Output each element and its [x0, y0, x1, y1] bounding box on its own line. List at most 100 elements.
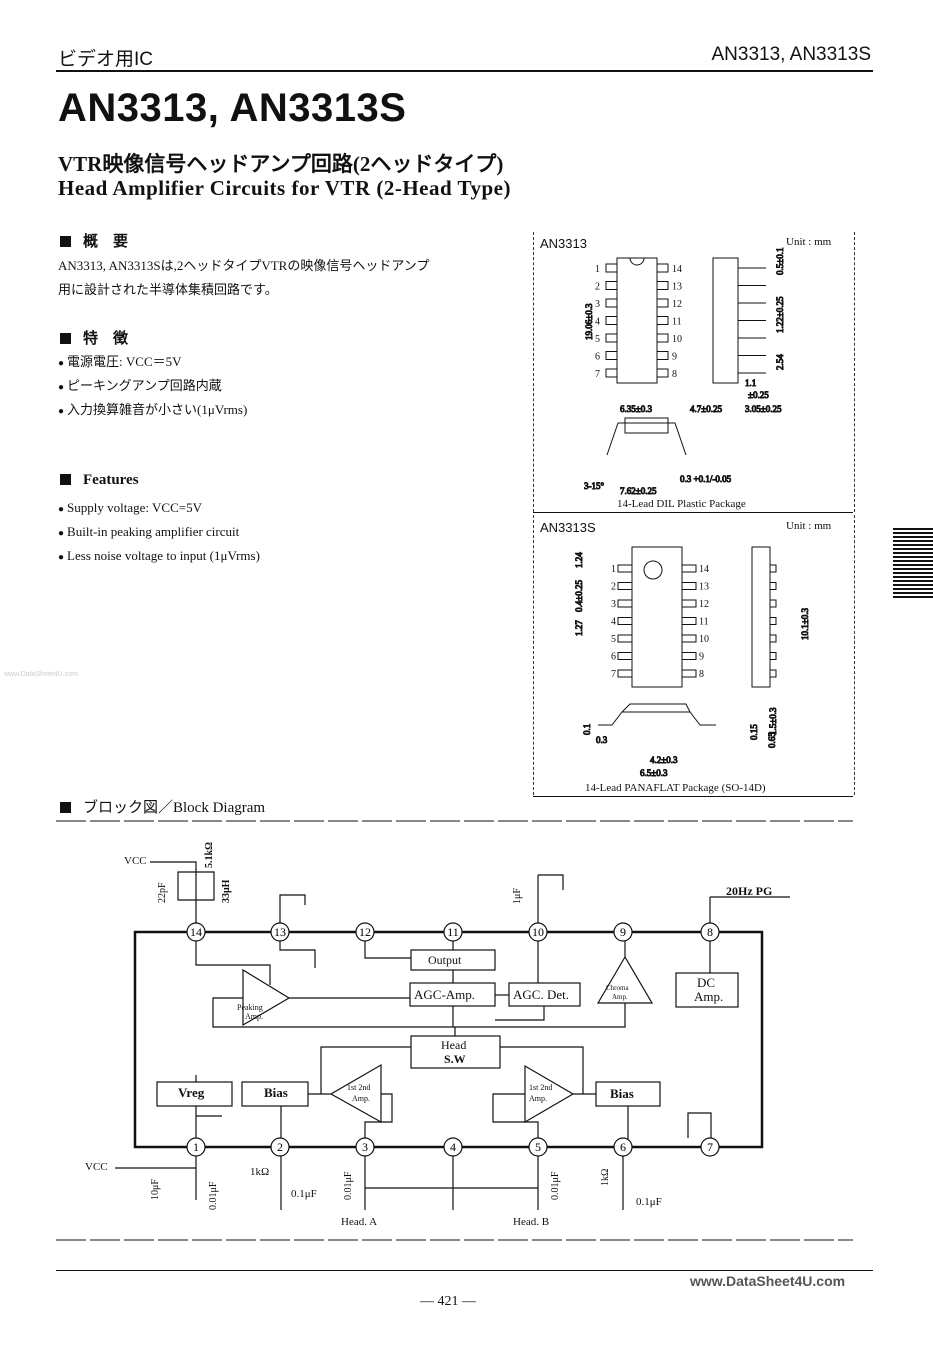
so-dimension: 1.24 [574, 552, 584, 568]
pin-label: 10 [532, 925, 544, 939]
package-bottom-rule [533, 796, 853, 797]
overview-line1: AN3313, AN3313Sは,2ヘッドタイプVTRの映像信号ヘッドアンプ [58, 258, 430, 273]
dil-dimension: 2.54 [775, 354, 785, 370]
c1b-label: 0.01μF [208, 1181, 219, 1210]
dil-dimension: 7.62±0.25 [620, 486, 657, 496]
so-pin [617, 599, 633, 608]
so-pin-number: 5 [611, 634, 616, 645]
so-dimension: 0.1 [582, 724, 592, 735]
dil-pin-number: 1 [595, 264, 600, 275]
pin-11 [443, 922, 463, 942]
so-pin-number: 12 [699, 599, 709, 610]
c5-label: 0.01μF [550, 1171, 561, 1200]
c1a-label: 10μF [150, 1179, 161, 1200]
dil-dimension: ±0.25 [748, 390, 769, 400]
dil-dimension: 1.22±0.25 [775, 296, 785, 333]
dil-dimension: 1.1 [745, 378, 756, 388]
so-pin [681, 634, 697, 643]
so-pin-number: 7 [611, 669, 616, 680]
so-pin [681, 599, 697, 608]
l14-label: 33μH [221, 879, 232, 903]
package2-caption: 14-Lead PANAFLAT Package (SO-14D) [585, 782, 766, 794]
r2-label: 1kΩ [250, 1166, 270, 1178]
so-side-lead [769, 582, 777, 590]
section-thumb-index [893, 528, 933, 598]
so-pin-number: 6 [611, 652, 616, 663]
so-dimension: 0.15 [749, 724, 759, 740]
dil-pin-number: 12 [672, 299, 682, 310]
pin-label: 7 [707, 1140, 713, 1154]
pin-label: 1 [193, 1140, 199, 1154]
feature-ja-item: ピーキングアンプ回路内蔵 [58, 374, 222, 400]
c3-label: 0.01μF [343, 1171, 354, 1200]
header-part-numbers: AN3313, AN3313S [711, 44, 871, 65]
c14-label: 22pF [157, 882, 168, 903]
pin-label: 9 [620, 925, 626, 939]
package-divider [533, 512, 853, 513]
head-b-label: Head. B [513, 1216, 550, 1228]
pin-label: 6 [620, 1140, 626, 1154]
pin-6 [613, 1137, 633, 1157]
chroma-amp-label2: Amp. [612, 993, 628, 1001]
so-body [631, 546, 683, 688]
head-sw-label1: Head [441, 1038, 467, 1052]
dil-pin-number: 13 [672, 282, 682, 293]
dil-dimension: 6.35±0.3 [620, 404, 652, 414]
dil-dimension: 0.5±0.1 [775, 248, 785, 275]
so-pin [617, 582, 633, 590]
watermark: www.DataSheet4U.com [690, 1273, 846, 1289]
bias-right-block [595, 1081, 661, 1107]
so-side-body [751, 546, 771, 688]
package-dil-frame [533, 232, 855, 512]
vreg-block [156, 1081, 233, 1107]
so-dimension: 6.5±0.3 [640, 768, 668, 778]
so-pin [681, 669, 697, 678]
bias-left-block [241, 1081, 309, 1107]
pin-label: 11 [447, 925, 459, 939]
dil-pin-number: 8 [672, 369, 677, 380]
c2-label: 0.1μF [291, 1188, 317, 1200]
so-pin-number: 4 [611, 617, 616, 628]
dil-pin [605, 368, 618, 378]
pin-5 [528, 1137, 548, 1157]
dil-pin [656, 281, 669, 290]
pin-4 [443, 1137, 463, 1157]
overview-line2: 用に設計された半導体集積回路です。 [58, 282, 278, 297]
features-ja-heading: 特 徴 [60, 327, 128, 348]
pin-3 [355, 1137, 375, 1157]
feature-ja-item: 電源電圧: VCC＝5V [58, 350, 181, 376]
dil-pin [605, 263, 618, 273]
dc-amp-label1: DC [697, 975, 716, 990]
so-pin1-mark [643, 560, 663, 580]
c6-label: 0.1μF [636, 1196, 662, 1208]
dil-pin [656, 368, 669, 378]
dil-pin [656, 333, 669, 343]
dil-pin-number: 11 [672, 317, 682, 328]
so-dimension: 1.5±0.3 [768, 707, 778, 735]
package-so-frame [533, 515, 855, 795]
pin-9 [613, 922, 633, 942]
dil-pin [605, 281, 618, 290]
dil-pin [605, 298, 618, 308]
amp-left-label2: Amp. [352, 1094, 370, 1103]
r6-label: 1kΩ [600, 1168, 611, 1186]
dil-dimension: 19.06±0.3 [584, 303, 594, 340]
dil-pin [605, 316, 618, 325]
dil-pin [656, 316, 669, 325]
pin-13 [270, 922, 290, 942]
package1-name: AN3313 [540, 236, 587, 251]
features-en-heading: Features [60, 472, 139, 489]
block-diagram [56, 820, 853, 1241]
dil-pin [605, 351, 618, 360]
so-dimension: 1.27 [574, 620, 584, 636]
so-end-top [621, 703, 691, 713]
page-title: AN3313, AN3313S [58, 86, 407, 130]
agc-amp-label: AGC-Amp. [414, 987, 476, 1002]
pin-8 [700, 922, 720, 942]
dc-amp-label2: Amp. [694, 989, 724, 1004]
so-pin [617, 564, 633, 573]
dil-pin [656, 351, 669, 360]
